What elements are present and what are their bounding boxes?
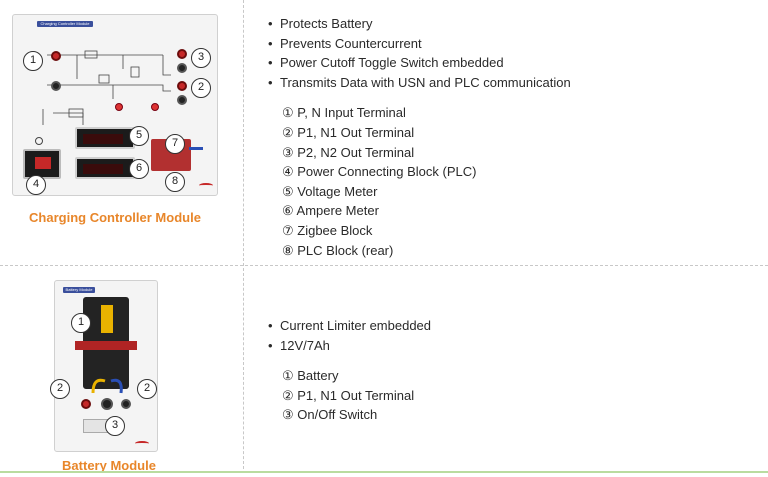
divider <box>243 0 244 266</box>
toggle-switch <box>115 103 123 111</box>
callout-8: 8 <box>165 172 185 192</box>
callout-3: 3 <box>105 416 125 436</box>
ampere-meter <box>75 157 135 179</box>
component-list: ① Battery ② P1, N1 Out Terminal ③ On/Off… <box>282 366 431 425</box>
feature-list: Current Limiter embedded 12V/7Ah ① Batte… <box>268 316 431 425</box>
callout-1: 1 <box>71 313 91 333</box>
callout-5: 5 <box>129 126 149 146</box>
battery-module-image: Battery Module 1 2 2 3 <box>50 280 158 452</box>
module-caption: Charging Controller Module <box>29 210 201 225</box>
component-item: ⑥ Ampere Meter <box>282 203 379 219</box>
bottom-rule <box>0 471 768 473</box>
bullet-list: Current Limiter embedded 12V/7Ah <box>268 316 431 355</box>
out-terminal-n1 <box>177 95 187 105</box>
brand-logo <box>135 441 149 446</box>
bullet-item: Current Limiter embedded <box>268 316 431 336</box>
out-terminal-p1 <box>81 399 91 409</box>
fuse-icon <box>35 137 43 145</box>
callout-3: 3 <box>191 48 211 68</box>
power-connecting-block <box>23 149 61 179</box>
out-terminal-n2 <box>177 63 187 73</box>
bullet-item: Prevents Countercurrent <box>268 34 571 54</box>
out-terminal-n1 <box>121 399 131 409</box>
on-off-switch <box>101 398 113 410</box>
charging-controller-image: Charging Controller Module <box>12 14 218 196</box>
callout-6: 6 <box>129 159 149 179</box>
module-caption: Battery Module <box>62 458 156 473</box>
cable-loop <box>91 378 123 394</box>
component-item: ① P, N Input Terminal <box>282 105 406 121</box>
callout-2: 2 <box>191 78 211 98</box>
bullet-item: 12V/7Ah <box>268 336 431 356</box>
schematic-diagram <box>42 50 171 125</box>
callout-2: 2 <box>50 379 70 399</box>
component-list: ① P, N Input Terminal ② P1, N1 Out Termi… <box>282 103 571 260</box>
brand-logo <box>199 183 213 188</box>
component-item: ③ P2, N2 Out Terminal <box>282 144 415 160</box>
panel-title: Battery Module <box>63 287 95 293</box>
input-terminal-p <box>51 51 61 61</box>
out-terminal-p2 <box>177 49 187 59</box>
panel-title: Charging Controller Module <box>37 21 93 27</box>
component-item: ④ Power Connecting Block (PLC) <box>282 164 477 180</box>
bullet-item: Protects Battery <box>268 14 571 34</box>
input-terminal-n <box>51 81 61 91</box>
charging-controller-section: Charging Controller Module <box>0 0 768 266</box>
out-terminal-p1 <box>177 81 187 91</box>
component-item: ② P1, N1 Out Terminal <box>282 124 415 140</box>
component-item: ② P1, N1 Out Terminal <box>282 387 415 403</box>
feature-list: Protects Battery Prevents Countercurrent… <box>268 14 571 260</box>
callout-7: 7 <box>165 134 185 154</box>
bullet-list: Protects Battery Prevents Countercurrent… <box>268 14 571 92</box>
toggle-switch <box>151 103 159 111</box>
battery-clamp <box>75 341 137 350</box>
callout-1: 1 <box>23 51 43 71</box>
callout-4: 4 <box>26 175 46 195</box>
bullet-item: Power Cutoff Toggle Switch embedded <box>268 53 571 73</box>
component-item: ① Battery <box>282 368 339 384</box>
voltage-meter <box>75 127 135 149</box>
callout-2: 2 <box>137 379 157 399</box>
component-item: ⑤ Voltage Meter <box>282 183 378 199</box>
component-item: ⑧ PLC Block (rear) <box>282 242 394 258</box>
battery-module-section: Battery Module 1 2 2 3 Battery Module Cu… <box>0 268 768 473</box>
component-item: ③ On/Off Switch <box>282 407 378 423</box>
divider <box>243 268 244 469</box>
cable <box>189 147 203 150</box>
component-item: ⑦ Zigbee Block <box>282 222 373 238</box>
bullet-item: Transmits Data with USN and PLC communic… <box>268 73 571 93</box>
